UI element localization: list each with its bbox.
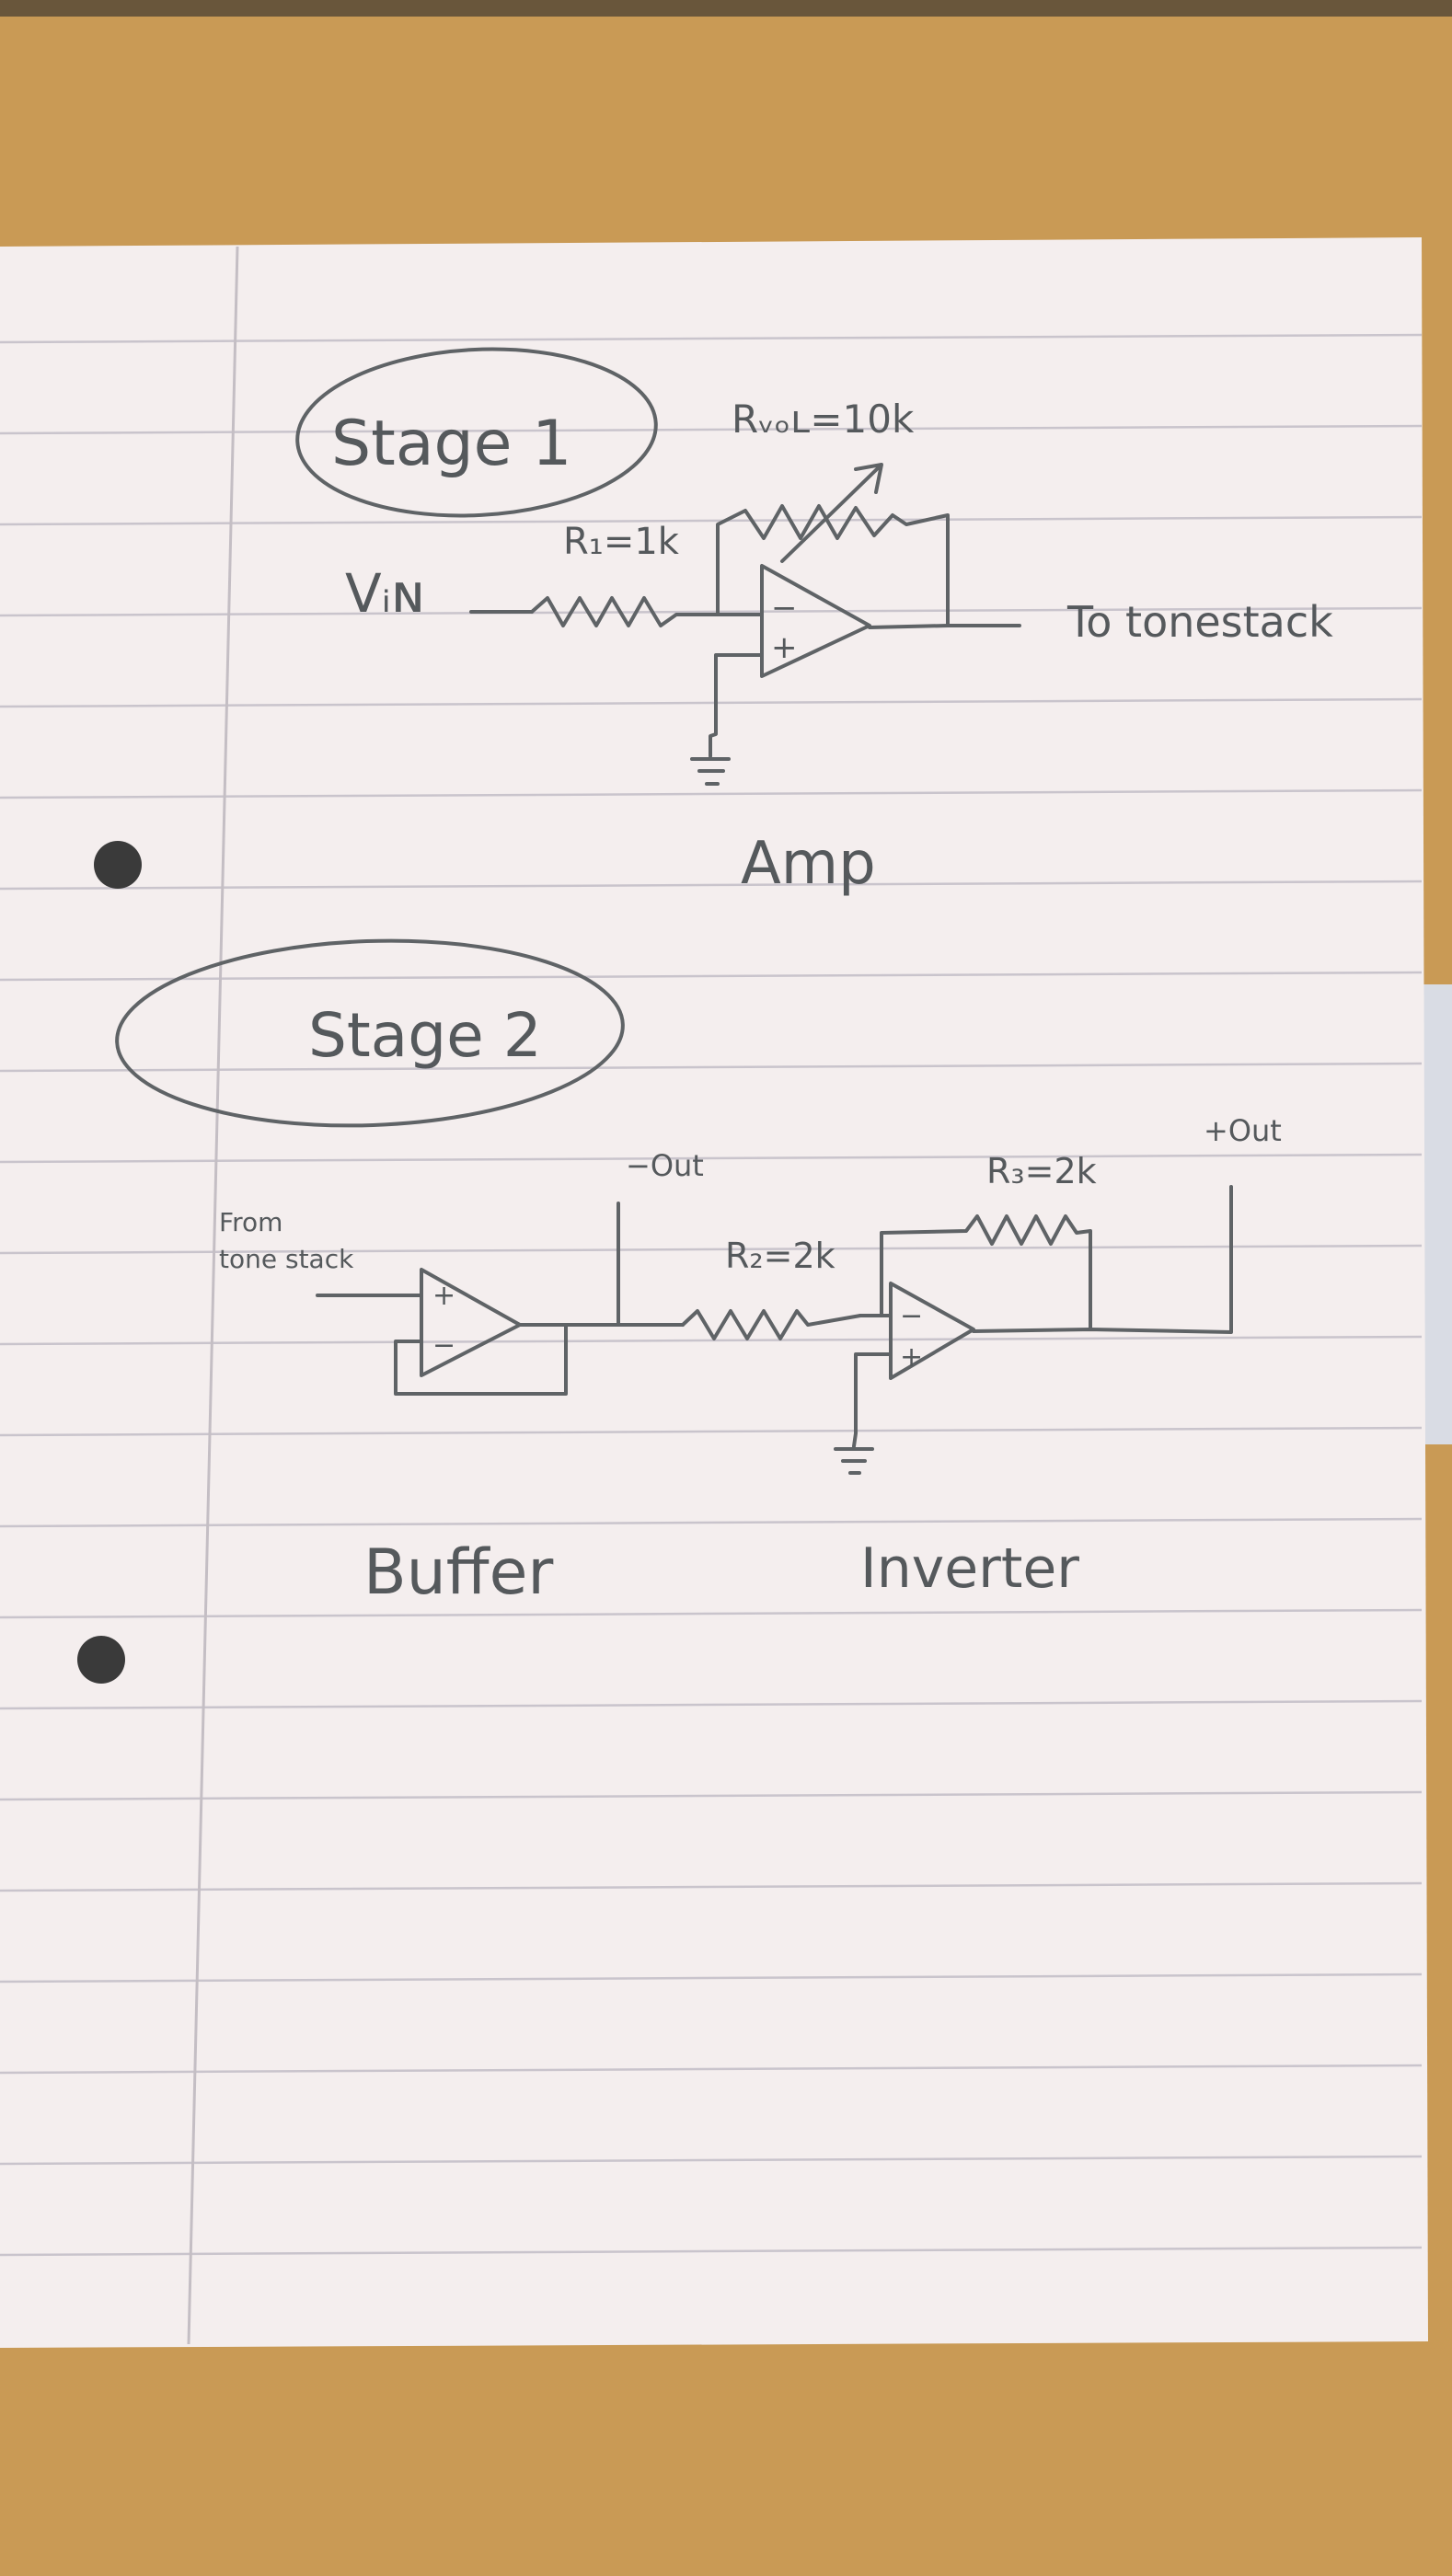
margin-line [187,246,239,2345]
inverter-output-wire [972,1185,1233,1334]
edge-strip [1422,984,1452,1444]
inverter-caption: Inverter [860,1536,1079,1601]
stage2-diagram: Stage 2 From tone stack + − −Out R₂=2k −… [115,938,1282,1609]
ruled-line [0,1517,1423,1528]
ruled-line [0,1062,1423,1073]
stage1-opamp-minus: − [771,590,798,627]
ruled-line [0,1699,1423,1710]
ruled-line [0,1608,1423,1619]
stage1-title: Stage 1 [331,408,571,480]
ruled-line [0,1881,1423,1892]
inverter-ground-wire [852,1352,893,1448]
ruled-line [0,1972,1423,1984]
buffer-caption: Buffer [363,1536,553,1609]
ruled-line [0,333,1423,344]
inverter-opamp-minus: − [900,1300,923,1332]
stage1-output-label: To tonestack [1066,597,1333,647]
stage1-ground-wire [709,653,764,758]
stage1-ground-symbol [690,757,731,786]
binder-hole-top [94,841,142,889]
vin-label: Vᵢɴ [345,562,425,625]
pos-out-label: +Out [1204,1113,1282,1148]
r2-label: R₂=2k [725,1236,835,1276]
ruled-line [0,1153,1423,1164]
stage1-opamp-plus: + [771,629,798,666]
ruled-line [0,2246,1423,2257]
ruled-line [0,971,1423,982]
ruled-line [0,606,1423,617]
r1-label: R₁=1k [563,521,680,563]
buffer-opamp-minus: − [432,1329,455,1362]
ruled-line [0,1244,1423,1255]
buffer-feedback-wire [394,1323,568,1396]
r3-feedback-resistor [880,1214,1092,1331]
stage1-opamp [760,564,871,678]
notebook-paper [0,237,1428,2348]
ruled-line [0,1790,1423,1801]
ruled-line [0,880,1423,891]
ruled-line [0,515,1423,526]
ruled-line [0,1335,1423,1346]
rvol-label: Rᵥₒʟ=10k [732,397,915,442]
buffer-opamp-plus: + [432,1280,455,1312]
stage1-diagram: Stage 1 Rᵥₒʟ=10k Vᵢɴ R₁=1k − + To tonest… [295,347,1333,898]
ruled-lines [0,333,1423,2257]
inverter-opamp-plus: + [900,1341,923,1374]
r1-resistor [530,596,720,627]
stage1-output-wire [868,624,1021,629]
ruled-line [0,2155,1423,2166]
stage2-input-label-line1: From [219,1207,282,1237]
rvol-wiper-arrow [780,463,883,563]
stage1-caption: Amp [741,830,876,898]
stage1-title-circle [295,347,658,518]
neg-out-label: −Out [626,1148,704,1183]
binder-hole-bottom [77,1636,125,1684]
rvol-feedback-wire [716,504,950,627]
ruled-line [0,1426,1423,1437]
stage2-input-label-line2: tone stack [219,1244,354,1274]
stage2-title: Stage 2 [308,1000,542,1071]
buffer-opamp [420,1268,522,1377]
r3-label: R₃=2k [986,1151,1097,1191]
ruled-line [0,424,1423,435]
ruled-line [0,2064,1423,2075]
inverter-ground-symbol [834,1447,874,1475]
desk-shadow-top [0,0,1452,17]
r2-resistor [681,1309,862,1340]
stage2-title-circle [115,938,625,1128]
ruled-line [0,788,1423,799]
inverter-opamp [889,1282,975,1380]
ruled-line [0,697,1423,708]
